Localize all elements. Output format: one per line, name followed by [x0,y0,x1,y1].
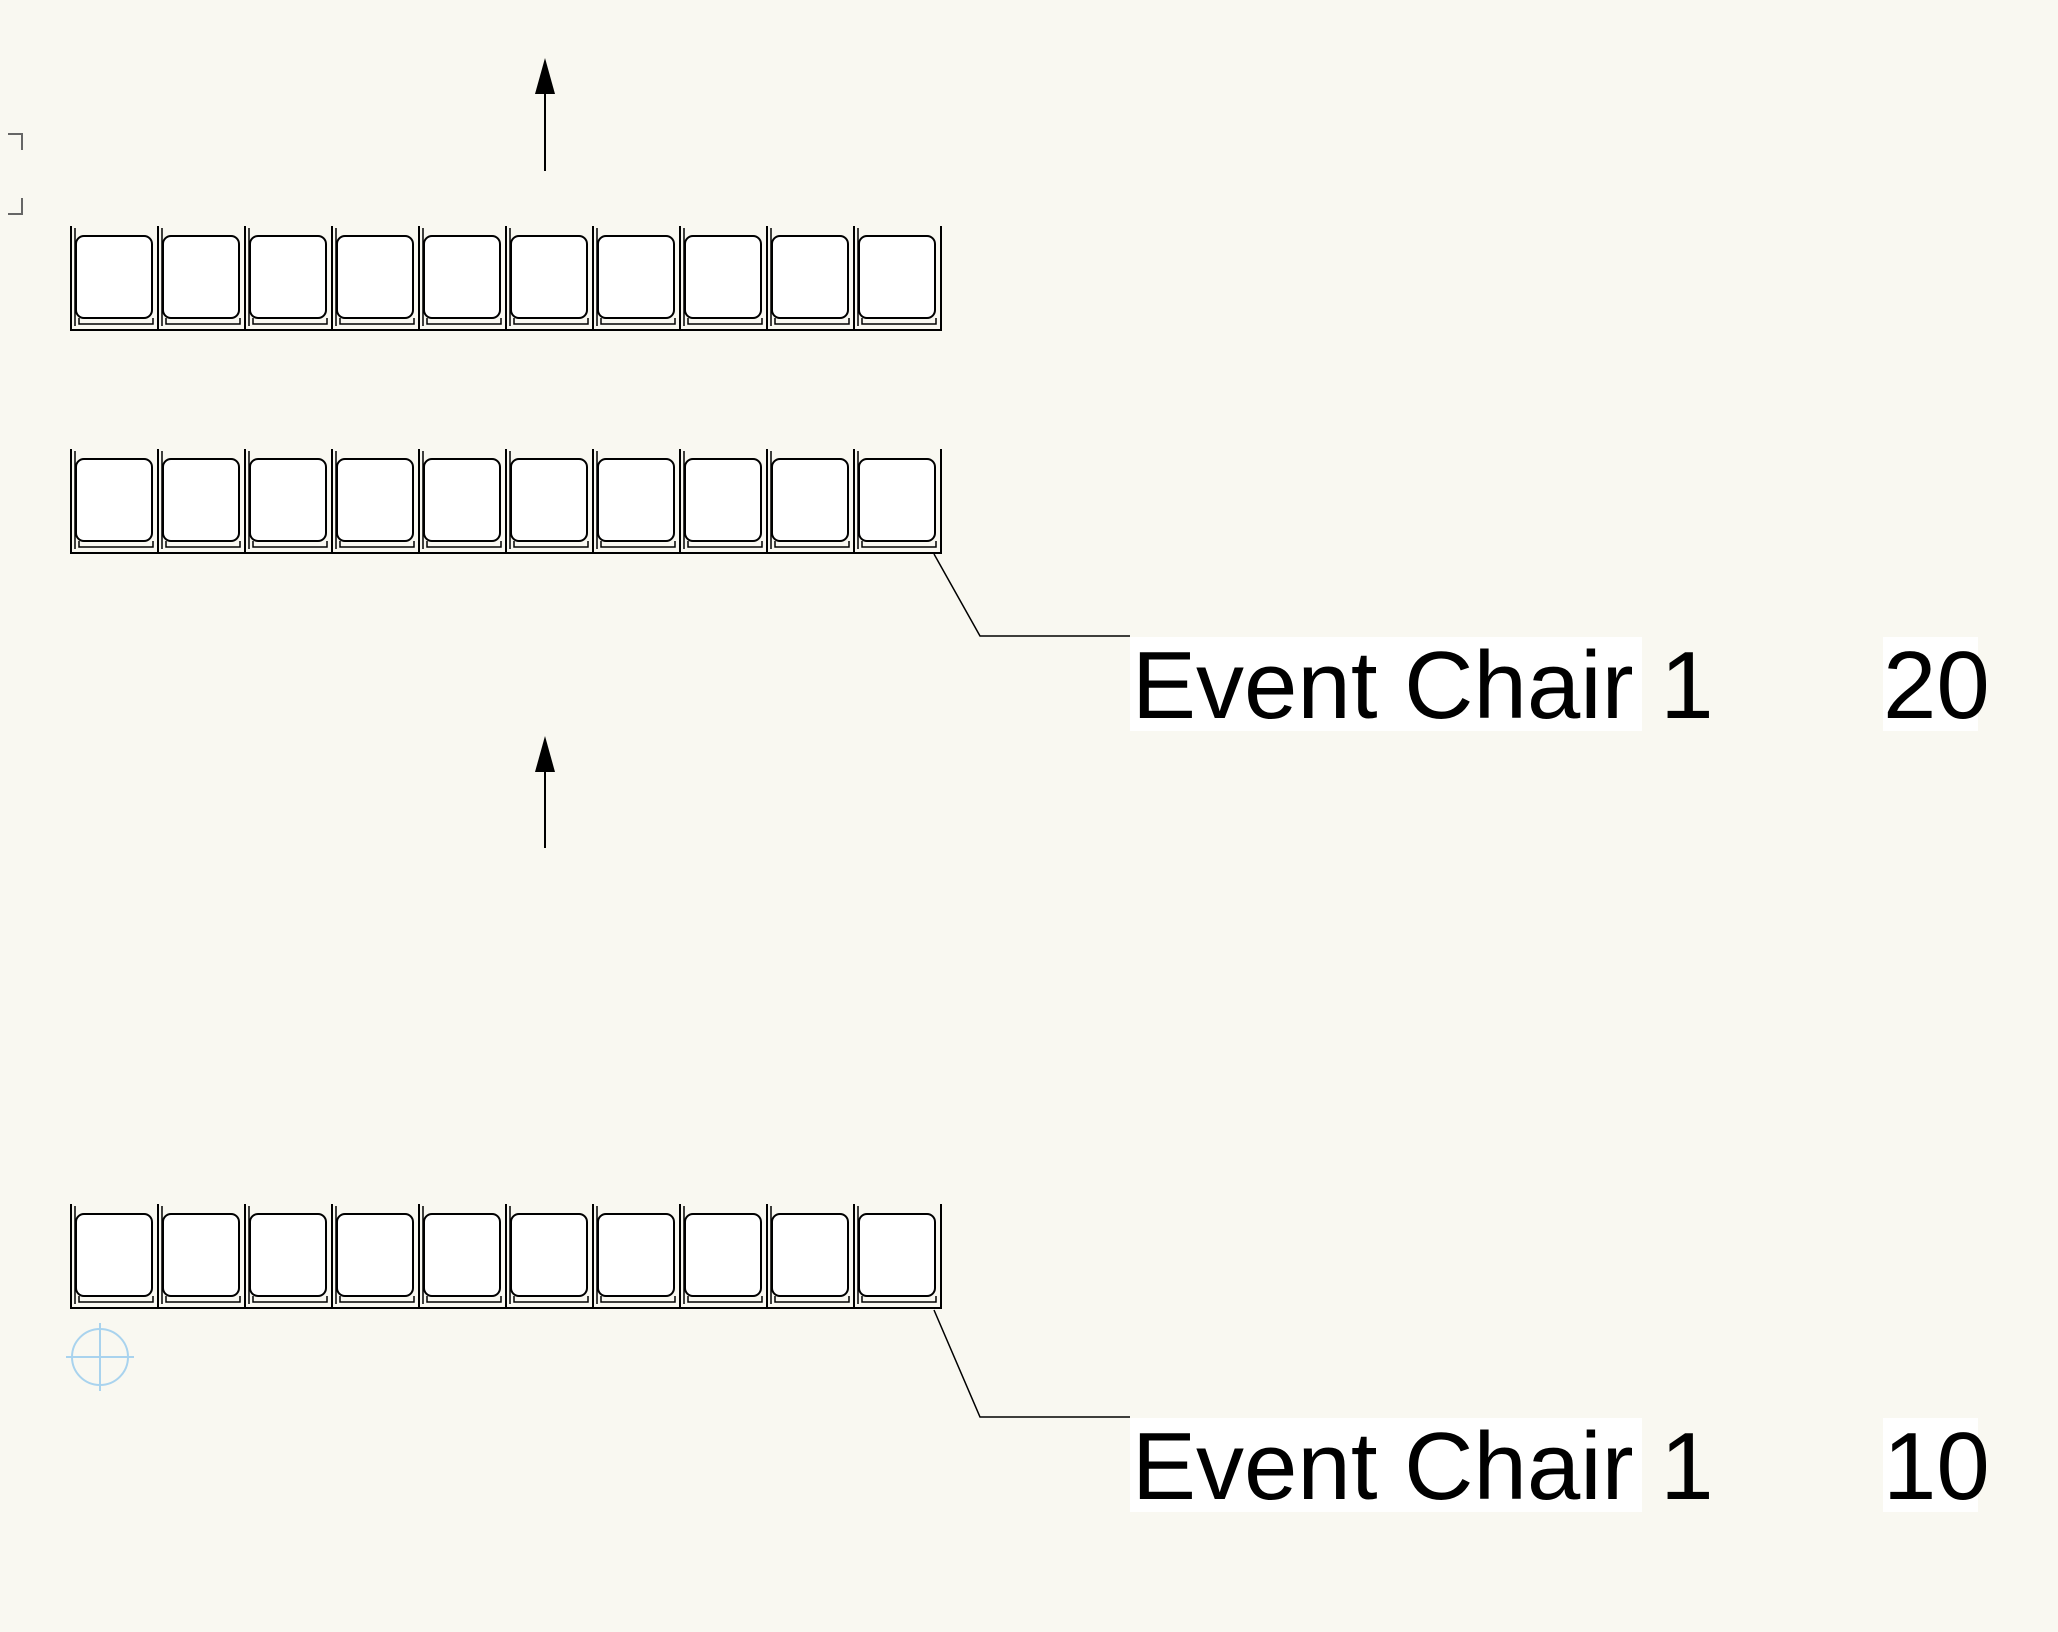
chair-tag[interactable]: Event Chair 1 10 [1130,1413,1990,1520]
chair[interactable] [418,226,507,331]
chair-tag[interactable]: Event Chair 1 20 [1130,632,1990,739]
chair[interactable] [418,449,507,554]
tag-quantity-background [1883,637,1978,731]
chair[interactable] [331,226,420,331]
leader-line [933,553,1130,637]
selection-bracket-icon [8,133,23,215]
chair[interactable] [505,449,594,554]
chair[interactable] [244,1204,333,1309]
chair[interactable] [331,449,420,554]
chair[interactable] [853,1204,942,1309]
chair[interactable] [157,1204,246,1309]
chair[interactable] [70,449,159,554]
chair[interactable] [244,449,333,554]
chair[interactable] [766,1204,855,1309]
tag-name-background [1130,1418,1642,1512]
chair[interactable] [418,1204,507,1309]
chair[interactable] [70,1204,159,1309]
leader-line [933,1309,1130,1418]
chair-row[interactable] [70,226,942,331]
tag-quantity-label: 20 [1883,632,1990,739]
tag-name-label: Event Chair 1 [1132,1413,1714,1520]
chair[interactable] [766,449,855,554]
tag-name-background [1130,637,1642,731]
chair[interactable] [505,1204,594,1309]
tag-quantity-label: 10 [1883,1413,1990,1520]
chair[interactable] [853,449,942,554]
chair[interactable] [592,1204,681,1309]
chair[interactable] [157,449,246,554]
chair[interactable] [853,226,942,331]
chair[interactable] [766,226,855,331]
chair[interactable] [331,1204,420,1309]
chair[interactable] [592,449,681,554]
chair-row[interactable] [70,1204,942,1309]
chair[interactable] [505,226,594,331]
chair[interactable] [244,226,333,331]
chair[interactable] [157,226,246,331]
chair-row[interactable] [70,449,942,554]
tag-name-label: Event Chair 1 [1132,632,1714,739]
chair[interactable] [70,226,159,331]
chair[interactable] [679,449,768,554]
chair[interactable] [679,1204,768,1309]
chair[interactable] [592,226,681,331]
crosshair-icon [66,1323,134,1391]
chair[interactable] [679,226,768,331]
arrow-up-icon [535,58,555,171]
arrow-up-icon [535,736,555,848]
tag-quantity-background [1883,1418,1978,1512]
